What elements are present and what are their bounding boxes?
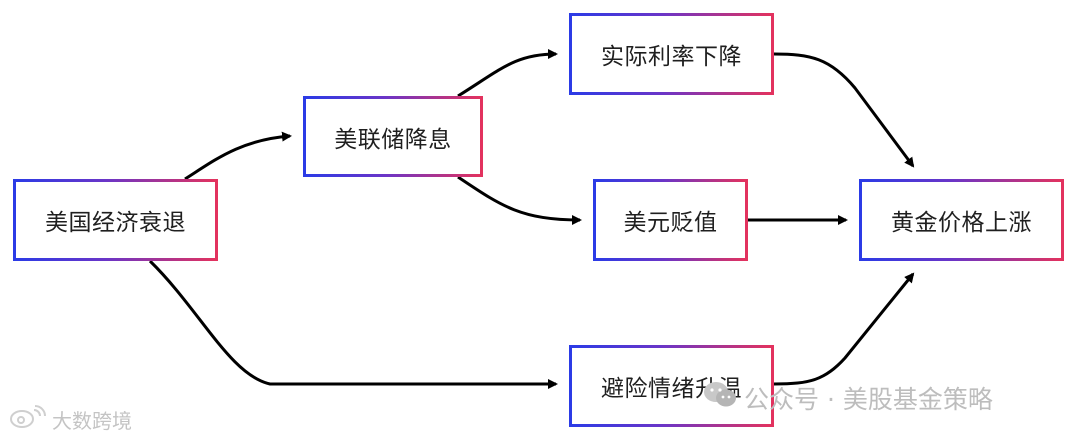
node-safe-haven-rise: 避险情绪升温 [569, 345, 774, 427]
wechat-icon [702, 380, 738, 416]
node-fed-rate-cut: 美联储降息 [303, 96, 483, 177]
weibo-watermark-text: 大数跨境 [52, 408, 132, 433]
edge-rate-gold [773, 52, 915, 168]
node-real-rate-decline: 实际利率下降 [569, 13, 774, 95]
node-label: 美国经济衰退 [45, 210, 186, 236]
node-label: 黄金价格上涨 [891, 210, 1032, 236]
node-usd-depreciation: 美元贬值 [593, 179, 748, 261]
weibo-watermark: 大数跨境 [8, 404, 132, 434]
edge-haven-gold [773, 272, 915, 386]
wechat-watermark: 公众号 · 美股基金策略 [702, 378, 993, 418]
node-label: 美元贬值 [623, 210, 718, 236]
node-us-recession: 美国经济衰退 [13, 179, 218, 261]
wechat-watermark-text: 公众号 · 美股基金策略 [744, 385, 993, 414]
edge-fed-rate [457, 49, 558, 98]
edge-recession-fed [184, 131, 292, 181]
edge-recession-haven [148, 259, 558, 389]
node-label: 实际利率下降 [601, 44, 742, 70]
edge-fed-usd [457, 175, 582, 225]
node-label: 美联储降息 [334, 126, 452, 153]
weibo-icon [8, 404, 48, 435]
node-gold-price-rise: 黄金价格上涨 [859, 179, 1064, 261]
